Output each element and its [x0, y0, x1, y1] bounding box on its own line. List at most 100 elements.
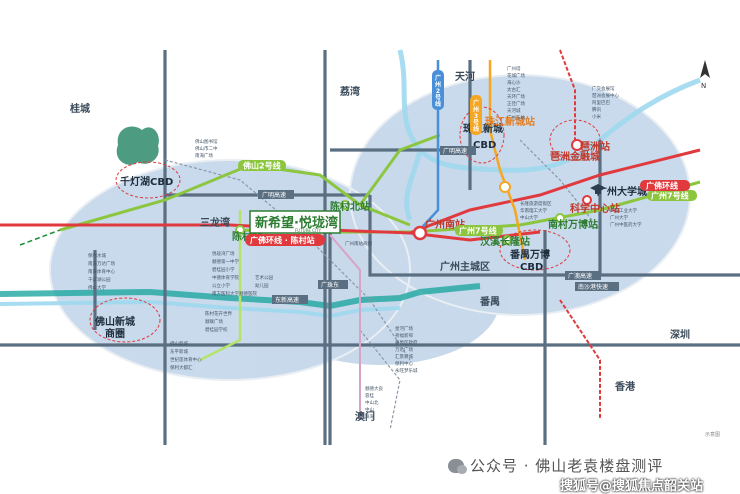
wechat-watermark: 公众号 · 佛山老袁楼盘测评	[448, 455, 663, 476]
th-poi-3: 太古汇	[507, 86, 521, 93]
poi-list-pazhou: 广交会展馆 琶洲会展中心 阿里巴巴 腾讯 小米	[592, 85, 619, 120]
poi-list-left: 保利水城 南海万达广场 南海体育中心 千灯湖公园 佛山大学	[88, 252, 115, 291]
south-poi-3: 中山	[365, 406, 374, 413]
pink-line	[329, 234, 361, 420]
poi-8: 陈村花卉世界	[205, 310, 232, 317]
poi-21: 万达广场	[395, 346, 413, 353]
badge-gz-line7-right: 广州7号线	[651, 191, 689, 201]
qdh-poi-2: 南海广场	[195, 152, 213, 159]
road-label-guangzhu: 广珠东	[321, 281, 339, 289]
hub-pazhou: 琶洲金融城	[550, 150, 600, 163]
hub-hanxi: 汉溪长隆站	[480, 235, 530, 248]
th-poi-0: 广州塔	[507, 65, 521, 72]
foshan-line2	[59, 133, 441, 232]
graduation-cap-icon	[590, 184, 606, 194]
poi-20: 番禺区政府	[395, 339, 418, 346]
poi-18: 星河广场	[395, 325, 413, 332]
road-label-guangming: 广明高速	[262, 191, 286, 199]
badge-foshan-line2-bg	[238, 160, 286, 171]
poi-3: 中德体育学院	[212, 274, 239, 281]
poi-11: 广州南站商圈	[345, 240, 372, 247]
line-badges: 佛山2号线 广州7号线 广州7号线 广佛环线 · 陈村站 广佛环线	[238, 70, 697, 246]
poi-list-south: 顺德大良 容桂 中山北 中山 珠海	[365, 385, 383, 420]
label-gz-main: 广州主城区	[440, 260, 490, 273]
label-tianhe: 天河	[455, 71, 475, 83]
hub-foshan-newtown: 佛山新城	[94, 315, 135, 328]
th-poi-7: 广州东站	[507, 114, 525, 121]
hub-gz-south: 广州南站	[425, 218, 465, 231]
hub-zhujiang-cbd: CBD	[473, 140, 496, 151]
pz-poi-0: 广交会展馆	[592, 85, 615, 92]
foshan-line2-extension	[19, 229, 61, 246]
poi-1: 顺德第一中学	[212, 258, 239, 265]
hub-science-center: 科学中心站	[570, 202, 620, 215]
label-macau: 澳门	[355, 410, 375, 423]
poi-15: 广东工业大学	[610, 207, 637, 214]
th-poi-4: 天环广场	[507, 93, 525, 100]
poi-7: 南方医科大学顺德医院	[212, 290, 257, 297]
hub-nancun-wanbo: 南村万博站	[548, 218, 598, 231]
qdh-poi-1: 佛山市二中	[195, 145, 218, 152]
station-markers	[235, 139, 592, 245]
project-line	[199, 210, 242, 362]
compass-icon: N	[700, 60, 710, 90]
poi-5: 公立小学	[212, 282, 230, 289]
circle-foshan-newtown	[89, 297, 161, 343]
left-poi-1: 南海万达广场	[88, 260, 115, 267]
poi-list-tianhe: 广州塔 花城广场 海心沙 太古汇 天环广场 正佳广场 天河城 广州东站	[507, 65, 525, 121]
hub-panyu-wanbo: 番禺万博	[509, 248, 550, 261]
hub-zhujiang-station: 珠江新城站	[485, 115, 535, 128]
hub-gz-university: 广州大学城	[597, 185, 647, 198]
badge-gz-line7-bg	[455, 225, 503, 236]
poi-17: 广州中医药大学	[610, 221, 642, 228]
wechat-icon	[448, 459, 467, 474]
road-guangzhou-main	[368, 195, 600, 277]
poi-0: 悦珑湾广场	[212, 250, 235, 257]
south-poi-1: 容桂	[365, 392, 374, 399]
poi-23: 保利中心	[395, 360, 413, 367]
hub-panyu-cbd: CBD	[520, 262, 543, 273]
circle-pazhou	[549, 119, 601, 161]
hub-labels: 千灯湖CBD 珠江新城 CBD 琶洲金融城 广州大学城 科学中心站 汉溪长隆站 …	[94, 115, 647, 340]
corner-note: 示意图	[705, 431, 720, 438]
project-name-en: FUTURE CITY	[295, 228, 322, 233]
poi-13: 华南理工大学	[520, 207, 547, 214]
wechat-label: 公众号 · 佛山老袁楼盘测评	[470, 457, 664, 475]
badge-gz-line7-right-bg	[647, 190, 697, 201]
pz-poi-1: 琶洲会展中心	[592, 92, 619, 99]
south-poi-0: 顺德大良	[365, 385, 383, 392]
road-label-guangao: 广澳高速	[568, 272, 592, 280]
th-poi-5: 正佳广场	[507, 100, 525, 107]
badge-gz-loop: 广佛环线 · 陈村站	[250, 235, 315, 245]
badge-gz-loop-bg	[245, 234, 325, 246]
label-liwan: 荔湾	[339, 85, 360, 98]
pz-poi-4: 小米	[592, 113, 601, 120]
south-poi-2: 中山北	[365, 399, 379, 406]
lower-left-poi-3: 保利大都汇	[170, 364, 193, 371]
poi-9: 顺联广场	[205, 318, 223, 325]
poi-16: 广州大学	[610, 214, 628, 221]
left-poi-4: 佛山大学	[88, 284, 106, 291]
poi-6: 幼儿园	[255, 282, 269, 289]
badge-gz-line7: 广州7号线	[459, 226, 497, 236]
project-logo: 新希望·悦珑湾 FUTURE CITY	[249, 210, 341, 234]
red-dashed-line	[559, 49, 601, 420]
label-shenzhen: 深圳	[670, 328, 690, 341]
poi-list-lower-left: 佛山新城 东平新城 世纪莲体育中心 保利大都汇	[170, 340, 202, 371]
hub-pazhou-station: 琶洲站	[580, 140, 610, 153]
badge-gz-loop-right: 广佛环线	[646, 181, 678, 191]
badge-gz-loop-right-bg	[640, 180, 690, 191]
badge-gz-line3-bg	[470, 95, 482, 135]
qiandenghu-lake	[116, 126, 159, 165]
lower-left-poi-0: 佛山新城	[170, 340, 188, 347]
label-panyu: 番禺	[479, 295, 500, 308]
qdh-poi-0: 佛山图书馆	[195, 138, 218, 145]
left-poi-3: 千灯湖公园	[88, 276, 111, 283]
th-poi-6: 天河城	[507, 107, 521, 114]
circle-panyu	[499, 229, 571, 271]
circle-qiandenghu	[115, 161, 181, 199]
road-label-dongxin: 东新高速	[275, 296, 299, 304]
poi-12: 长隆旅游度假区	[520, 200, 552, 207]
pz-poi-3: 腾讯	[592, 106, 601, 113]
